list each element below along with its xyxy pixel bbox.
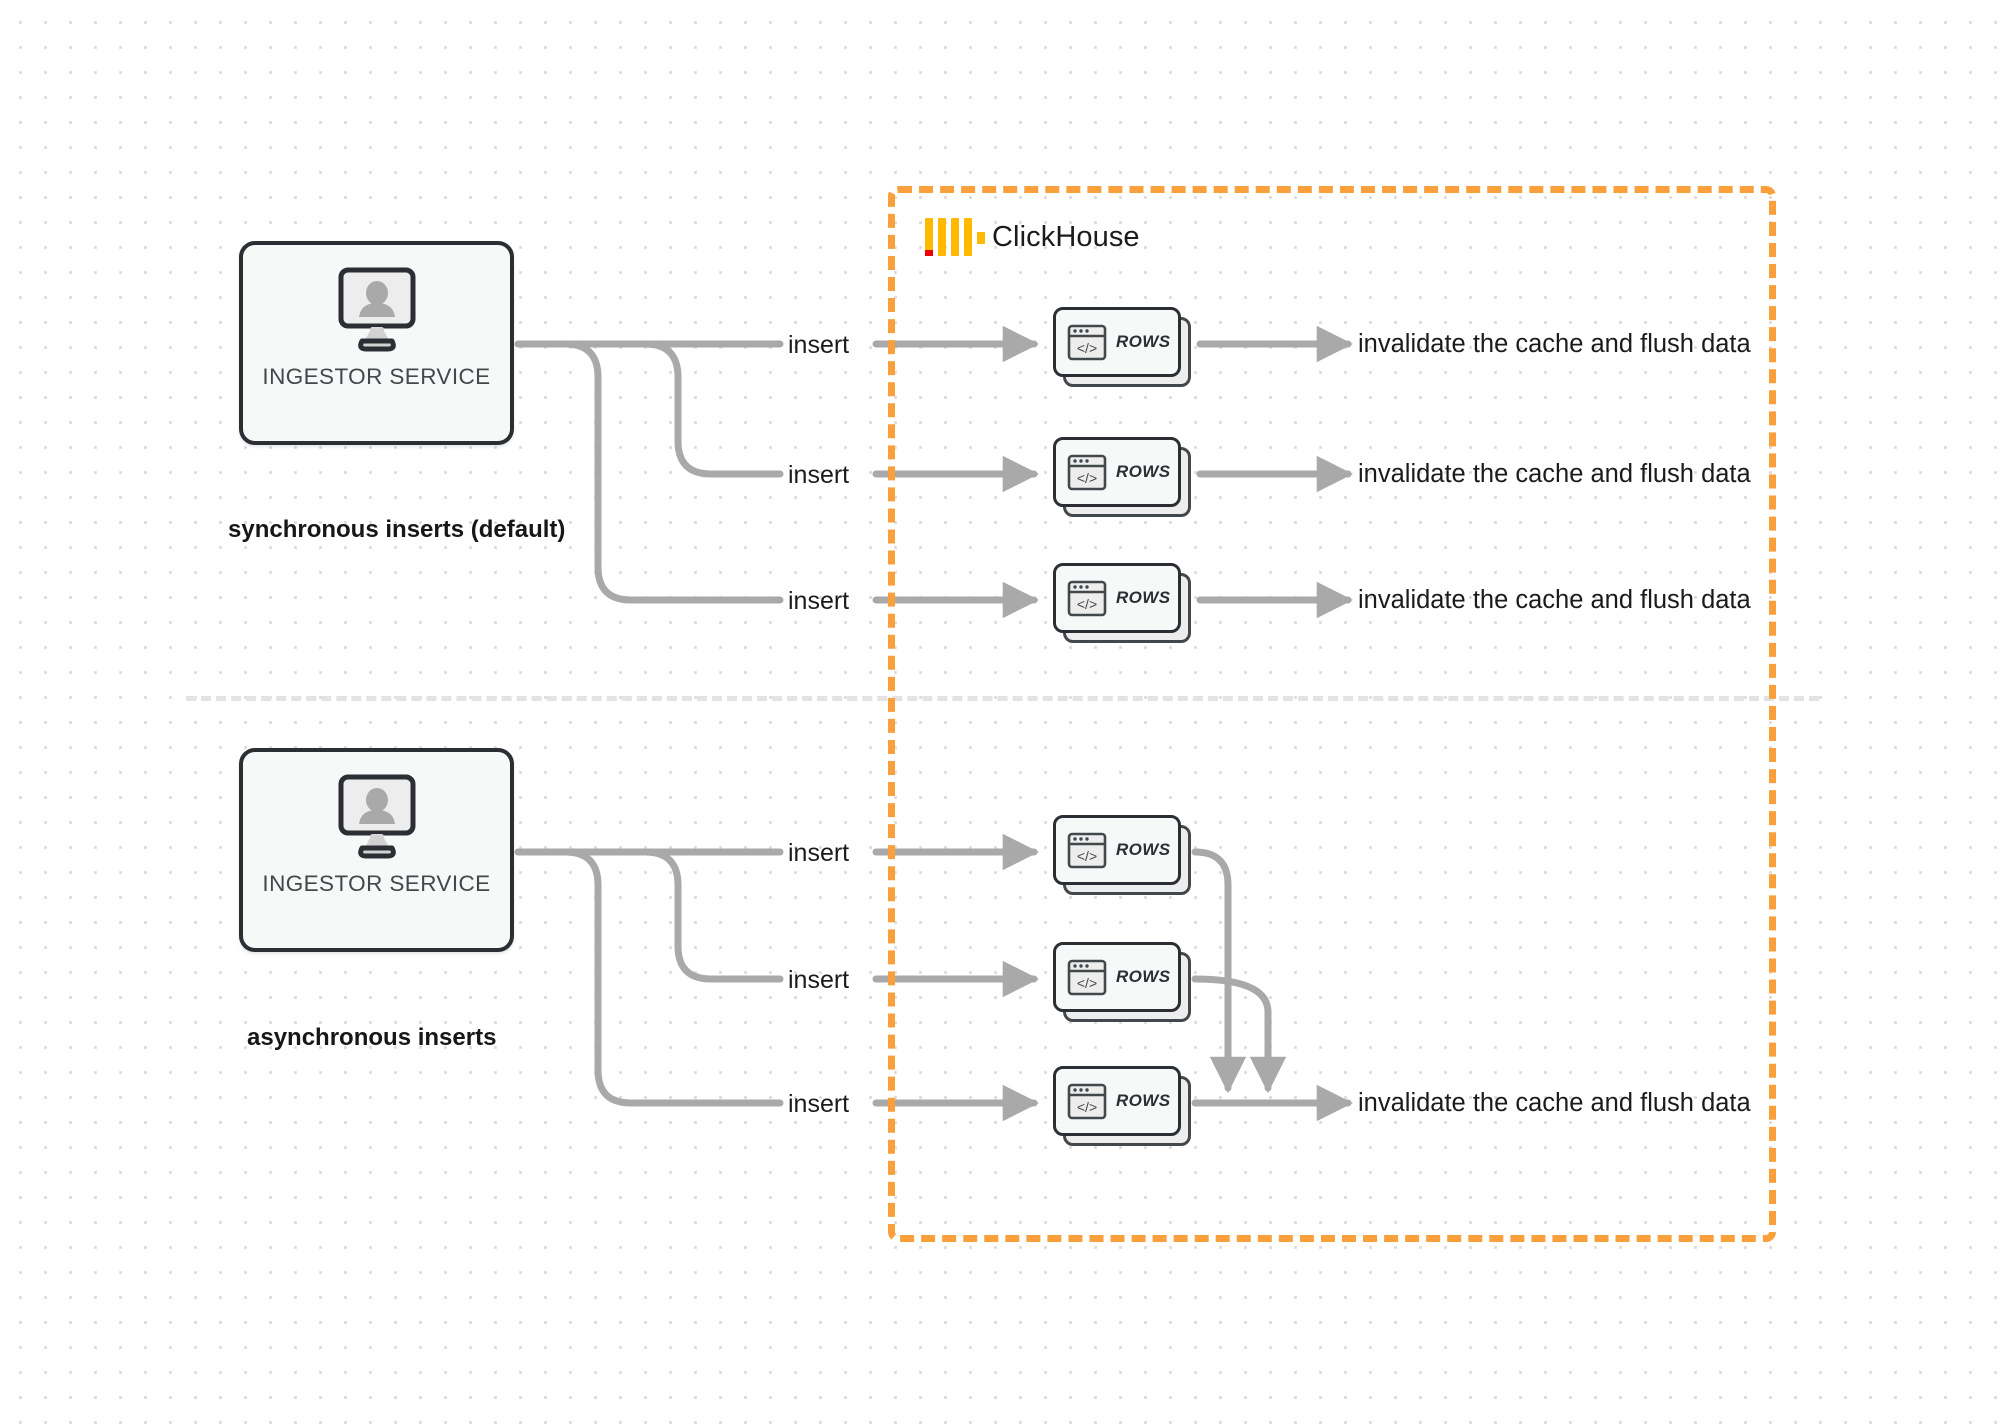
rows-card-face: </> ROWS bbox=[1053, 1066, 1181, 1136]
insert-label-sync-3: insert bbox=[788, 587, 850, 615]
rows-card-async-3[interactable]: </> ROWS bbox=[1053, 1066, 1191, 1146]
ingestor-service-label-async: INGESTOR SERVICE bbox=[262, 871, 491, 896]
clickhouse-boundary bbox=[888, 186, 1776, 1242]
rows-card-label: ROWS bbox=[1116, 588, 1171, 607]
rows-card-sync-1[interactable]: </> ROWS bbox=[1053, 307, 1191, 387]
insert-label-sync-2: insert bbox=[788, 461, 850, 489]
output-label-sync-3: invalidate the cache and flush data bbox=[1358, 586, 1751, 614]
svg-text:</>: </> bbox=[1077, 975, 1097, 991]
rows-card-async-2[interactable]: </> ROWS bbox=[1053, 942, 1191, 1022]
insert-label-sync-1: insert bbox=[788, 331, 850, 359]
clickhouse-logo-icon bbox=[925, 218, 985, 256]
svg-text:</>: </> bbox=[1077, 470, 1097, 486]
clickhouse-header: ClickHouse bbox=[925, 218, 1140, 256]
code-window-icon: </> bbox=[1067, 959, 1107, 995]
ingestor-service-async[interactable]: INGESTOR SERVICE bbox=[239, 748, 514, 952]
wire-sync-branch-2 bbox=[641, 340, 784, 478]
code-window-icon: </> bbox=[1067, 324, 1107, 360]
rows-card-face: </> ROWS bbox=[1053, 815, 1181, 885]
wire-async-branch-2 bbox=[641, 848, 784, 983]
rows-card-face: </> ROWS bbox=[1053, 437, 1181, 507]
wire-async-branch-3 bbox=[561, 848, 784, 1107]
ingestor-service-sync[interactable]: INGESTOR SERVICE bbox=[239, 241, 514, 445]
svg-text:</>: </> bbox=[1077, 340, 1097, 356]
svg-text:</>: </> bbox=[1077, 1099, 1097, 1115]
rows-card-label: ROWS bbox=[1116, 462, 1171, 481]
rows-card-face: </> ROWS bbox=[1053, 563, 1181, 633]
output-label-async-merged: invalidate the cache and flush data bbox=[1358, 1089, 1751, 1117]
code-window-icon: </> bbox=[1067, 454, 1107, 490]
rows-card-label: ROWS bbox=[1116, 332, 1171, 351]
rows-card-label: ROWS bbox=[1116, 840, 1171, 859]
clickhouse-label: ClickHouse bbox=[992, 220, 1140, 253]
output-label-sync-1: invalidate the cache and flush data bbox=[1358, 330, 1751, 358]
rows-card-label: ROWS bbox=[1116, 1091, 1171, 1110]
monitor-user-icon bbox=[328, 267, 426, 358]
caption-asynchronous: asynchronous inserts bbox=[247, 1024, 497, 1051]
code-window-icon: </> bbox=[1067, 832, 1107, 868]
rows-card-sync-3[interactable]: </> ROWS bbox=[1053, 563, 1191, 643]
ingestor-service-label-sync: INGESTOR SERVICE bbox=[262, 364, 491, 389]
output-label-sync-2: invalidate the cache and flush data bbox=[1358, 460, 1751, 488]
caption-synchronous: synchronous inserts (default) bbox=[228, 516, 566, 543]
insert-label-async-3: insert bbox=[788, 1090, 850, 1118]
insert-label-async-2: insert bbox=[788, 966, 850, 994]
section-divider bbox=[186, 696, 1819, 701]
rows-card-face: </> ROWS bbox=[1053, 307, 1181, 377]
svg-text:</>: </> bbox=[1077, 596, 1097, 612]
monitor-user-icon bbox=[328, 774, 426, 865]
insert-label-async-1: insert bbox=[788, 839, 850, 867]
code-window-icon: </> bbox=[1067, 580, 1107, 616]
rows-card-async-1[interactable]: </> ROWS bbox=[1053, 815, 1191, 895]
rows-card-sync-2[interactable]: </> ROWS bbox=[1053, 437, 1191, 517]
code-window-icon: </> bbox=[1067, 1083, 1107, 1119]
rows-card-label: ROWS bbox=[1116, 967, 1171, 986]
svg-text:</>: </> bbox=[1077, 848, 1097, 864]
rows-card-face: </> ROWS bbox=[1053, 942, 1181, 1012]
wire-sync-branch-3 bbox=[561, 340, 784, 604]
